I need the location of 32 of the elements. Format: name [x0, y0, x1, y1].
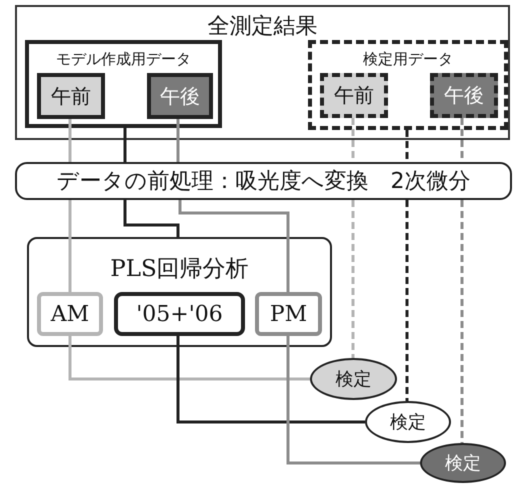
connector-line — [178, 200, 290, 292]
model-box: AM — [37, 292, 103, 336]
connector-line — [68, 336, 310, 380]
connector-line — [406, 200, 408, 401]
heading: 全測定結果 — [206, 13, 318, 41]
heading: PLS回帰分析 — [109, 255, 250, 284]
model-box: '05+'06 — [114, 292, 245, 336]
result-panel — [15, 5, 510, 140]
connector-line — [176, 336, 365, 424]
connector-line — [352, 200, 354, 358]
heading: 検定用データ — [362, 50, 454, 69]
connector-line — [460, 200, 464, 443]
model-box: PM — [255, 292, 322, 336]
connector-line — [286, 336, 420, 464]
data-box: 午前 — [320, 73, 388, 118]
group-box — [25, 40, 222, 128]
test-ellipse: 検定 — [310, 358, 397, 400]
group-box — [308, 40, 508, 130]
connector-line — [124, 128, 126, 162]
process-band: データの前処理：吸光度へ変換 2次微分 — [15, 162, 512, 200]
heading: モデル作成用データ — [55, 50, 192, 69]
model-box — [27, 237, 332, 347]
data-box: 午前 — [37, 73, 105, 119]
test-ellipse: 検定 — [365, 401, 451, 443]
connector-line — [124, 200, 180, 237]
data-box: 午後 — [147, 73, 213, 119]
connector-line — [406, 130, 408, 162]
connector-line — [176, 119, 180, 162]
connector-line — [68, 119, 72, 162]
data-box: 午後 — [430, 73, 498, 118]
test-ellipse: 検定 — [420, 443, 506, 483]
connector-line — [68, 200, 72, 292]
